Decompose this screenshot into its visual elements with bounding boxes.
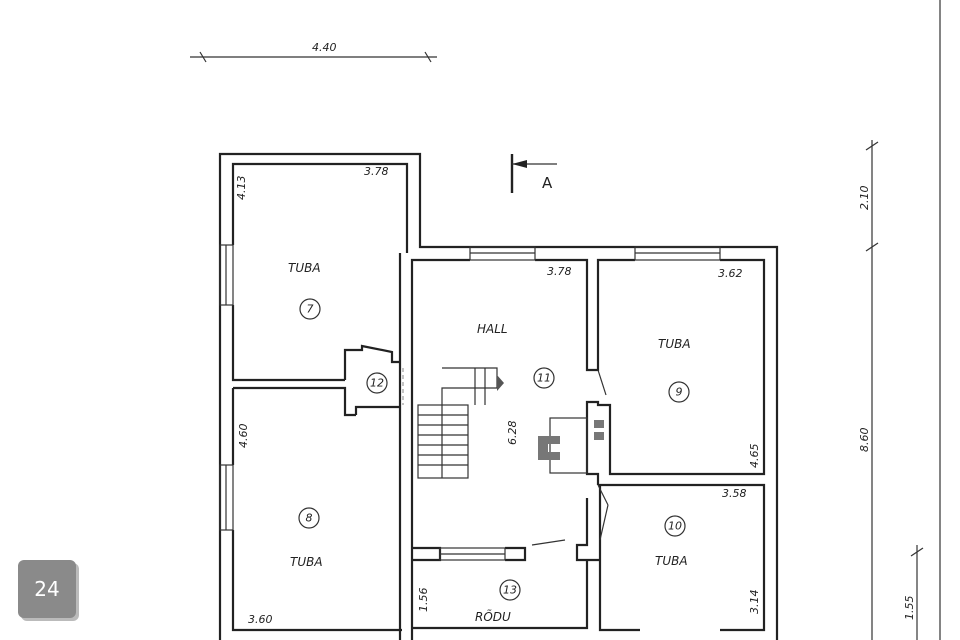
stove	[538, 417, 604, 474]
room-10-number: 10	[668, 520, 682, 533]
room-8-number: 8	[306, 512, 313, 525]
page-badge: 24	[18, 560, 76, 618]
dimension-2-10: 2.10	[858, 186, 871, 211]
room-9-name: TUBA	[658, 337, 691, 351]
room-9-height: 4.65	[748, 444, 761, 469]
top-dimension-line	[190, 51, 437, 63]
room-7-height: 4.13	[235, 176, 248, 201]
dimension-8-60: 8.60	[858, 428, 871, 453]
room-13-marker	[499, 579, 521, 601]
room-9-width: 3.62	[718, 267, 743, 280]
room-13-height: 1.56	[417, 588, 430, 613]
room-7-number: 7	[307, 303, 314, 316]
doors	[531, 369, 609, 546]
room-11-marker	[533, 367, 555, 389]
room-7-name: TUBA	[288, 261, 321, 275]
room-10-marker	[664, 515, 686, 537]
room-9-number: 9	[676, 386, 683, 399]
room-11-height: 6.28	[506, 421, 519, 446]
room-13-number: 13	[503, 584, 517, 597]
room-13-name: RÕDU	[475, 609, 511, 624]
staircase	[402, 367, 504, 479]
room-8-height: 4.60	[237, 424, 250, 449]
section-marker	[510, 154, 557, 193]
room-10-width: 3.58	[722, 487, 747, 500]
room-11-width: 3.78	[547, 265, 572, 278]
room-9-marker	[668, 381, 690, 403]
windows	[219, 244, 721, 561]
room-8-name: TUBA	[290, 555, 323, 569]
room-8-width: 3.60	[248, 613, 273, 626]
room-10-height: 3.14	[748, 590, 761, 615]
section-marker-label: A	[542, 174, 553, 192]
room-11-number: 11	[537, 372, 551, 385]
room-7-width: 3.78	[364, 165, 389, 178]
dimension-1-55: 1.55	[903, 596, 916, 621]
top-dimension-label: 4.40	[312, 41, 337, 54]
room-11-name: HALL	[477, 322, 508, 336]
right-dimension-line	[865, 140, 924, 640]
room-12-number: 12	[370, 377, 384, 390]
room-7-marker	[299, 298, 321, 320]
room-8-marker	[298, 507, 320, 529]
walls	[218, 152, 779, 640]
room-10-name: TUBA	[655, 554, 688, 568]
room-12-marker	[366, 372, 388, 394]
